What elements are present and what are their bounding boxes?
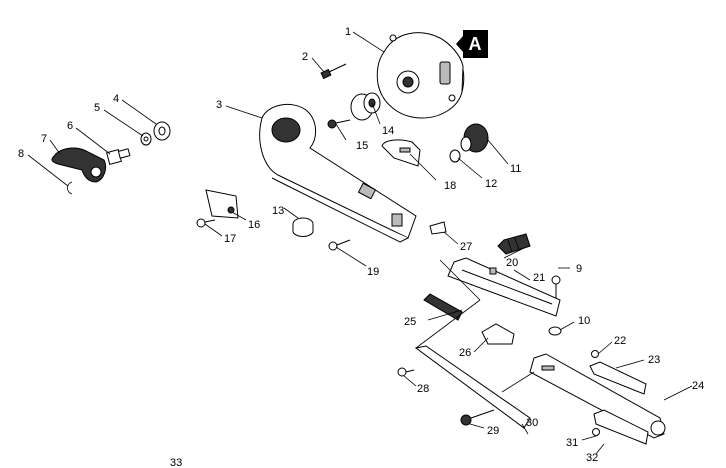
part-3-arm-housing xyxy=(259,103,417,243)
part-26-block xyxy=(481,323,515,345)
callout-31: 31 xyxy=(566,437,578,449)
callout-26: 26 xyxy=(459,347,471,359)
callout-28: 28 xyxy=(417,383,429,395)
part-22-screw xyxy=(591,350,599,358)
part-28-screw xyxy=(397,367,415,377)
callout-30: 30 xyxy=(526,417,538,429)
callout-14: 14 xyxy=(382,125,394,137)
part-5-washer xyxy=(140,132,152,146)
part-9-screw xyxy=(551,275,561,298)
callout-13: 13 xyxy=(272,205,284,217)
part-2-screw xyxy=(320,63,347,80)
page-number: 33 xyxy=(170,457,182,468)
callout-22: 22 xyxy=(614,335,626,347)
callout-19: 19 xyxy=(367,266,379,278)
callout-29: 29 xyxy=(487,425,499,437)
part-19-screw xyxy=(328,239,351,251)
view-marker-label: A xyxy=(469,34,482,54)
part-12-washer xyxy=(449,149,461,163)
view-marker-a: A xyxy=(456,30,488,58)
callout-20: 20 xyxy=(506,257,518,269)
part-4-washer xyxy=(153,121,171,141)
callout-12: 12 xyxy=(485,178,497,190)
callout-11: 11 xyxy=(510,163,521,175)
callout-10: 10 xyxy=(578,315,590,327)
callout-17: 17 xyxy=(224,233,236,245)
part-16-plate xyxy=(205,189,239,219)
part-24-tension-arm xyxy=(529,353,666,439)
part-7-lever xyxy=(51,147,107,183)
callout-2: 2 xyxy=(302,51,308,63)
part-14-bushing xyxy=(350,92,381,121)
part-25-spring xyxy=(423,293,463,321)
part-21-rail xyxy=(447,257,561,317)
callout-15: 15 xyxy=(356,140,368,152)
callout-18: 18 xyxy=(444,180,456,192)
part-6-bolt xyxy=(106,148,131,165)
part-8-clip xyxy=(67,181,73,195)
part-18-bracket xyxy=(381,139,421,167)
callout-1: 1 xyxy=(345,26,351,38)
callout-5: 5 xyxy=(94,102,100,114)
part-13-cap xyxy=(292,217,314,237)
part-20-spring xyxy=(497,233,531,255)
part-15-screw xyxy=(327,119,351,129)
callout-8: 8 xyxy=(18,148,24,160)
callout-24: 24 xyxy=(692,380,704,392)
callout-32: 32 xyxy=(586,452,598,464)
part-17-screw xyxy=(196,218,216,228)
callout-9: 9 xyxy=(576,263,582,275)
part-31-screw xyxy=(592,428,600,436)
part-23-guide xyxy=(589,361,647,395)
callout-labels: 1 2 3 4 5 6 7 8 9 10 11 12 13 14 15 16 1… xyxy=(18,26,704,464)
callout-21: 21 xyxy=(533,272,545,284)
part-11-knob xyxy=(460,123,489,153)
callout-25: 25 xyxy=(404,316,416,328)
part-10-washer xyxy=(548,326,562,336)
callout-4: 4 xyxy=(113,93,119,105)
callout-16: 16 xyxy=(248,219,260,231)
part-27-clip xyxy=(429,221,447,235)
part-32-guide xyxy=(593,409,649,445)
leader-lines xyxy=(27,31,693,455)
part-29-bolt xyxy=(460,409,495,426)
part-30-plate xyxy=(414,345,531,429)
callout-27: 27 xyxy=(460,241,472,253)
callout-23: 23 xyxy=(648,354,660,366)
callout-3: 3 xyxy=(216,99,222,111)
callout-6: 6 xyxy=(67,120,73,132)
callout-7: 7 xyxy=(41,133,47,145)
part-1-gear-case xyxy=(376,32,465,119)
